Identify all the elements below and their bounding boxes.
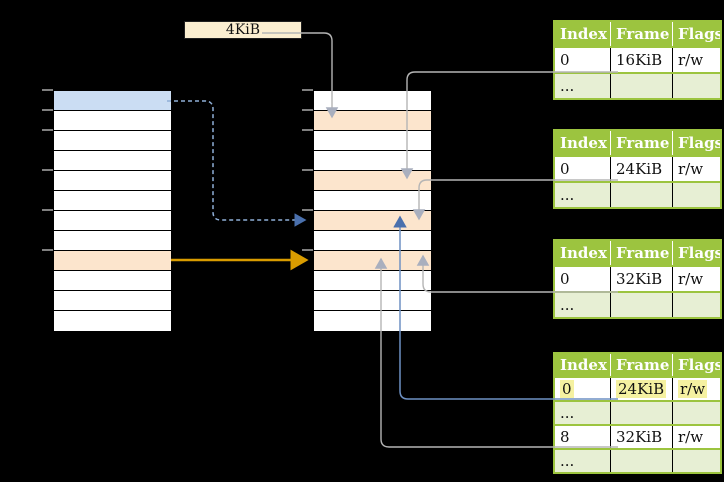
memory-row (314, 291, 431, 311)
memory-row (314, 131, 431, 151)
table-header-row: Index Frame Flags (555, 131, 720, 155)
header-frame: Frame (610, 22, 672, 46)
header-flags: Flags (672, 354, 720, 376)
memory-row-orange (314, 111, 431, 131)
table-row: 8 32KiB r/w (555, 424, 720, 448)
table-row: 0 16KiB r/w (555, 46, 720, 72)
frame-table-level1: Index Frame Flags 0 24KiB r/w ... 8 32Ki… (553, 352, 722, 474)
tick-mark (42, 209, 53, 211)
header-index: Index (555, 241, 610, 265)
size-label: 4KiB (184, 21, 302, 39)
header-index: Index (555, 354, 610, 376)
header-index: Index (555, 22, 610, 46)
memory-row (54, 231, 171, 251)
tick-mark (42, 249, 53, 251)
table-row-highlighted: 0 24KiB r/w (555, 376, 720, 400)
memory-row (54, 111, 171, 131)
table-row-ellipsis: ... (555, 72, 720, 98)
tick-mark (42, 109, 53, 111)
memory-row-orange (314, 211, 431, 231)
memory-row (54, 291, 171, 311)
table-header-row: Index Frame Flags (555, 22, 720, 46)
size-label-text: 4KiB (225, 22, 261, 38)
memory-row (54, 311, 171, 331)
memory-row-orange (54, 251, 171, 271)
header-flags: Flags (672, 22, 720, 46)
memory-row-orange (314, 251, 431, 271)
tick-mark (302, 89, 313, 91)
table-row: 0 24KiB r/w (555, 155, 720, 181)
header-flags: Flags (672, 131, 720, 155)
memory-row (314, 271, 431, 291)
table-header-row: Index Frame Flags (555, 354, 720, 376)
memory-row (314, 311, 431, 331)
header-frame: Frame (610, 241, 672, 265)
left-memory-column (53, 90, 172, 332)
tick-mark (42, 169, 53, 171)
frame-table-16kib: Index Frame Flags 0 16KiB r/w ... (553, 20, 722, 100)
table-row: 0 32KiB r/w (555, 265, 720, 291)
memory-row (54, 191, 171, 211)
header-flags: Flags (672, 241, 720, 265)
memory-row (314, 231, 431, 251)
tick-mark (302, 109, 313, 111)
memory-row (54, 211, 171, 231)
memory-row (314, 91, 431, 111)
table-header-row: Index Frame Flags (555, 241, 720, 265)
table-row-ellipsis: ... (555, 448, 720, 472)
memory-row (314, 191, 431, 211)
pointer-blue-mapping (167, 100, 307, 227)
tick-mark (42, 129, 53, 131)
memory-row (54, 171, 171, 191)
tick-mark (302, 129, 313, 131)
memory-row (54, 271, 171, 291)
header-index: Index (555, 131, 610, 155)
header-frame: Frame (610, 354, 672, 376)
memory-row (54, 131, 171, 151)
memory-row (54, 151, 171, 171)
tick-mark (302, 249, 313, 251)
memory-row (314, 151, 431, 171)
middle-memory-column (313, 90, 432, 332)
memory-row-orange (314, 171, 431, 191)
table-row-ellipsis: ... (555, 400, 720, 424)
frame-table-24kib: Index Frame Flags 0 24KiB r/w ... (553, 129, 722, 209)
tick-mark (42, 89, 53, 91)
memory-row-blue (54, 91, 171, 111)
table-row-ellipsis: ... (555, 181, 720, 207)
tick-mark (302, 169, 313, 171)
table-row-ellipsis: ... (555, 291, 720, 317)
header-frame: Frame (610, 131, 672, 155)
tick-mark (302, 209, 313, 211)
frame-table-32kib: Index Frame Flags 0 32KiB r/w ... (553, 239, 722, 319)
